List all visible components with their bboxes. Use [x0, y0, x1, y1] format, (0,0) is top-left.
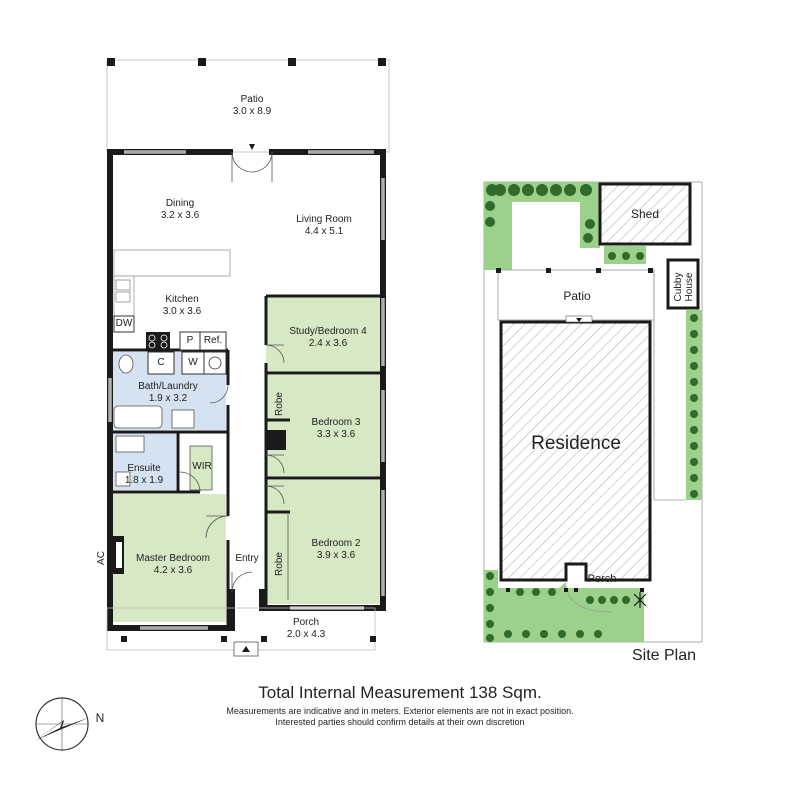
robe-label: Robe: [274, 392, 285, 416]
cooktop-icon: [146, 332, 170, 350]
burner-icon: [148, 334, 168, 349]
room-dimension: 3.9 x 3.6: [316, 550, 356, 561]
cubby-label-line: House: [684, 272, 695, 302]
room-dimension: 3.0 x 3.6: [162, 306, 202, 317]
heater-inner: [116, 542, 122, 568]
kitchen-bench: [113, 249, 231, 277]
porch-posts: [121, 636, 376, 642]
site-entry-arrow-icon: [576, 318, 582, 322]
room-dimension: 4.2 x 3.6: [153, 565, 193, 576]
room-name: Living Room: [296, 214, 352, 225]
room-name: Kitchen: [165, 294, 199, 305]
cupboard-label: C: [157, 357, 165, 368]
cubby-label-line: Cubby: [673, 272, 684, 302]
washer-drum-icon: [208, 356, 222, 370]
disclaimer-line: Measurements are indicative and in meter…: [226, 706, 574, 716]
sink-icon: [115, 279, 131, 303]
cubby-house-building: [666, 258, 700, 310]
plant-star-icon: [633, 592, 647, 608]
room-name: Ensuite: [127, 463, 161, 474]
ac-label: AC: [96, 551, 107, 565]
room-label: Living Room 4.4 x 5.1: [284, 214, 364, 238]
room-label: Bedroom 3 3.3 x 3.6: [296, 417, 376, 441]
fridge-box: [199, 331, 227, 351]
residence-label: Residence: [531, 433, 621, 454]
shed-label: Shed: [630, 207, 660, 221]
site-patio-label: Patio: [563, 289, 591, 303]
room-dimension: 2.4 x 3.6: [308, 338, 348, 349]
dishwasher-label: DW: [115, 318, 133, 329]
site-patio-posts: [496, 268, 653, 273]
floor-plan: [106, 58, 390, 657]
toilet-icon: [118, 354, 134, 374]
master-fill: [111, 494, 226, 622]
wir-label: WIR: [192, 461, 212, 472]
pantry-label: P: [186, 335, 194, 346]
room-name: Bedroom 2: [311, 538, 361, 549]
bedroom2-fill: [266, 480, 384, 604]
room-name: Bath/Laundry: [138, 381, 198, 392]
room-label: Dining 3.2 x 3.6: [140, 198, 220, 222]
entry-label: Entry: [235, 553, 259, 564]
site-porch-label: Porch: [587, 573, 617, 585]
cubby-house-label: Cubby House: [673, 263, 695, 311]
shrubs: [485, 184, 698, 642]
room-name: Dining: [165, 198, 195, 209]
room-label: Kitchen 3.0 x 3.6: [142, 294, 222, 318]
room-dimension: 4.4 x 5.1: [304, 226, 344, 237]
room-dimension: 1.9 x 3.2: [148, 393, 188, 404]
room-label: Ensuite 1.8 x 1.9: [116, 463, 172, 487]
site-porch-posts: [506, 588, 644, 592]
patio-entry-arrow-icon: [249, 144, 255, 150]
room-dimension: 1.8 x 1.9: [124, 475, 164, 486]
robe-label: Robe: [274, 552, 285, 576]
room-dimension: 3.2 x 3.6: [160, 210, 200, 221]
site-plan-title: Site Plan: [631, 647, 697, 664]
compass-north-label: N: [95, 711, 105, 725]
vanity-icon: [171, 409, 195, 429]
room-dimension: 3.0 x 8.9: [232, 106, 272, 117]
entry-arrow-icon: [242, 646, 250, 652]
room-label: Master Bedroom 4.2 x 3.6: [128, 553, 218, 577]
residence-building: [499, 320, 652, 582]
porch-path: [498, 582, 644, 640]
robe-block: [266, 430, 286, 450]
room-name: Porch: [292, 617, 320, 628]
site-plan: [483, 181, 703, 643]
room-label: Study/Bedroom 4 2.4 x 3.6: [280, 326, 376, 350]
patio-posts: [107, 58, 386, 66]
room-label: Porch 2.0 x 4.3: [276, 617, 336, 641]
garden-right: [686, 310, 702, 500]
shed-building: [598, 182, 692, 246]
room-label: Patio 3.0 x 8.9: [212, 94, 292, 118]
bathtub-icon: [113, 405, 163, 429]
study-fill: [266, 296, 384, 372]
compass-icon: [35, 697, 89, 751]
total-measurement: Total Internal Measurement 138 Sqm.: [258, 683, 542, 702]
room-label: Bedroom 2 3.9 x 3.6: [296, 538, 376, 562]
disclaimer-line: Interested parties should confirm detail…: [275, 717, 525, 727]
bedroom3-fill: [266, 375, 384, 477]
ensuite-toilet-icon: [115, 471, 131, 487]
cupboard-box: [147, 351, 175, 375]
room-name: Master Bedroom: [136, 553, 210, 564]
dishwasher-box: [113, 315, 135, 333]
room-name: Patio: [240, 94, 264, 105]
dryer-box: [203, 351, 227, 375]
room-dimension: 3.3 x 3.6: [316, 429, 356, 440]
room-dimension: 2.0 x 4.3: [286, 629, 326, 640]
room-name: Study/Bedroom 4: [289, 326, 367, 337]
patio-area: [106, 59, 390, 153]
ensuite-vanity-icon: [115, 435, 145, 453]
washer-label: W: [188, 357, 198, 368]
doors: [179, 151, 285, 593]
fridge-label: Ref.: [203, 335, 223, 346]
room-name: Bedroom 3: [311, 417, 361, 428]
room-label: Bath/Laundry 1.9 x 3.2: [128, 381, 208, 405]
